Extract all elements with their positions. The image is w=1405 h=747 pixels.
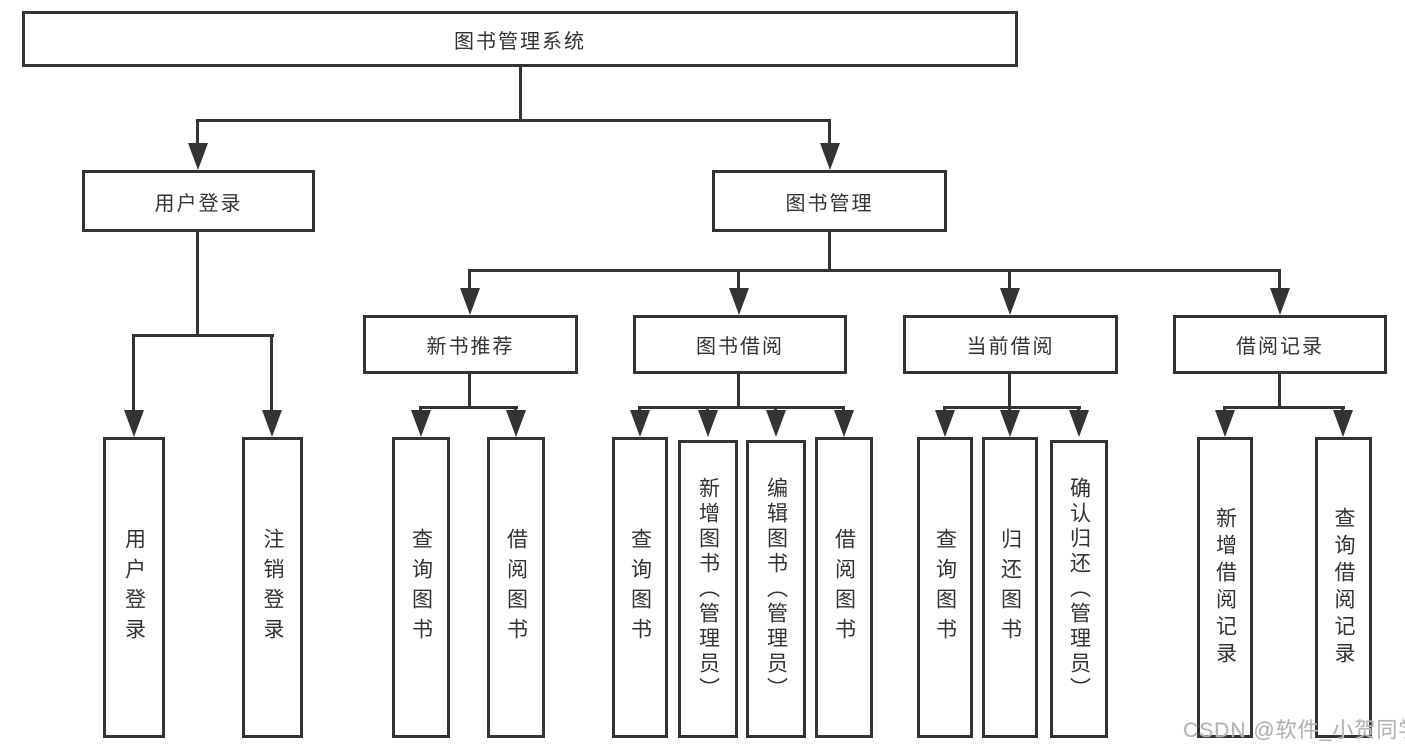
connector-line: [638, 406, 845, 409]
connector-arrow-down-icon: [1069, 410, 1089, 437]
leaf-nb-borrow-books: 借阅图书: [487, 437, 545, 738]
leaf-cb-return-books-label: 归还图书: [998, 527, 1022, 648]
connector-line: [1008, 374, 1011, 409]
leaf-nb-borrow-books-label: 借阅图书: [504, 527, 528, 648]
connector-line: [1008, 406, 1011, 413]
leaf-bb-borrow-books-label: 借阅图书: [832, 527, 856, 648]
leaf-br-add-borrow-record: 新增借阅记录: [1197, 437, 1253, 738]
leaf-bb-query-books: 查询图书: [612, 437, 668, 738]
connector-arrow-down-icon: [1000, 410, 1020, 437]
connector-line: [468, 269, 1281, 272]
connector-line: [519, 67, 522, 121]
leaf-bb-borrow-books: 借阅图书: [815, 437, 873, 738]
connector-arrow-down-icon: [1215, 410, 1235, 437]
connector-line: [270, 334, 273, 412]
leaf-user-login-label: 用户登录: [122, 527, 146, 648]
connector-line: [196, 119, 199, 146]
connector-arrow-down-icon: [411, 410, 431, 437]
leaf-cb-query-books: 查询图书: [917, 437, 973, 738]
node-new-book-recommendation: 新书推荐: [363, 315, 578, 374]
connector-line: [842, 406, 845, 413]
connector-line: [468, 269, 471, 291]
leaf-bb-add-books-admin-label: 新增图书（管理员）: [696, 476, 720, 702]
node-book-management-label: 图书管理: [785, 192, 874, 215]
connector-line: [196, 232, 199, 337]
connector-line: [943, 406, 1081, 409]
connector-line: [1008, 269, 1011, 291]
node-root-label: 图书管理系统: [454, 30, 586, 53]
connector-arrow-down-icon: [506, 410, 526, 437]
leaf-cb-query-books-label: 查询图书: [933, 527, 957, 648]
connector-line: [737, 269, 740, 291]
connector-line: [132, 334, 274, 337]
leaf-bb-query-books-label: 查询图书: [628, 527, 652, 648]
connector-line: [638, 406, 641, 413]
connector-arrow-down-icon: [729, 288, 749, 315]
connector-arrow-down-icon: [630, 410, 650, 437]
node-user-login-label: 用户登录: [154, 192, 243, 215]
connector-line: [197, 119, 831, 122]
node-book-borrowing-label: 图书借阅: [696, 336, 784, 358]
connector-line: [468, 374, 471, 409]
connector-line: [774, 406, 777, 413]
connector-arrow-down-icon: [834, 410, 854, 437]
node-borrowing-records: 借阅记录: [1173, 315, 1387, 374]
node-root: 图书管理系统: [22, 11, 1018, 67]
leaf-bb-add-books-admin: 新增图书（管理员）: [678, 440, 738, 738]
node-current-borrowing: 当前借阅: [903, 315, 1118, 374]
node-user-login: 用户登录: [82, 170, 315, 232]
connector-line: [419, 406, 422, 413]
connector-arrow-down-icon: [188, 143, 208, 170]
connector-line: [828, 232, 831, 272]
connector-arrow-down-icon: [124, 410, 144, 437]
connector-line: [706, 406, 709, 413]
leaf-br-query-borrow-record-label: 查询借阅记录: [1332, 506, 1355, 669]
connector-line: [419, 406, 518, 409]
connector-line: [1223, 406, 1345, 409]
connector-line: [1077, 406, 1080, 413]
connector-line: [514, 406, 517, 413]
leaf-bb-edit-books-admin: 编辑图书（管理员）: [746, 440, 806, 738]
connector-line: [943, 406, 946, 413]
leaf-cb-confirm-return-admin: 确认归还（管理员）: [1050, 440, 1108, 738]
connector-arrow-down-icon: [766, 410, 786, 437]
node-new-book-recommendation-label: 新书推荐: [426, 336, 515, 358]
connector-line: [132, 334, 135, 412]
node-book-management: 图书管理: [712, 170, 947, 232]
leaf-cb-confirm-return-admin-label: 确认归还（管理员）: [1067, 476, 1091, 702]
connector-arrow-down-icon: [935, 410, 955, 437]
connector-line: [1278, 269, 1281, 291]
connector-arrow-down-icon: [460, 288, 480, 315]
connector-arrow-down-icon: [1000, 288, 1020, 315]
leaf-br-add-borrow-record-label: 新增借阅记录: [1213, 506, 1237, 669]
leaf-br-query-borrow-record: 查询借阅记录: [1315, 437, 1372, 738]
leaf-cb-return-books: 归还图书: [982, 437, 1038, 738]
connector-arrow-down-icon: [1270, 288, 1290, 315]
leaf-logout-label: 注销登录: [261, 527, 284, 648]
node-book-borrowing: 图书借阅: [633, 315, 847, 374]
leaf-nb-query-books-label: 查询图书: [409, 527, 433, 648]
connector-arrow-down-icon: [698, 410, 718, 437]
connector-line: [828, 119, 831, 146]
leaf-nb-query-books: 查询图书: [392, 437, 450, 738]
connector-line: [737, 374, 740, 409]
leaf-bb-edit-books-admin-label: 编辑图书（管理员）: [764, 476, 788, 702]
connector-line: [1341, 406, 1344, 413]
leaf-logout: 注销登录: [242, 437, 303, 738]
leaf-user-login: 用户登录: [103, 437, 165, 738]
connector-line: [1278, 374, 1281, 409]
node-borrowing-records-label: 借阅记录: [1236, 336, 1324, 358]
node-current-borrowing-label: 当前借阅: [966, 336, 1055, 358]
connector-line: [1223, 406, 1226, 413]
connector-arrow-down-icon: [262, 410, 282, 437]
connector-arrow-down-icon: [1333, 410, 1353, 437]
connector-arrow-down-icon: [820, 143, 840, 170]
